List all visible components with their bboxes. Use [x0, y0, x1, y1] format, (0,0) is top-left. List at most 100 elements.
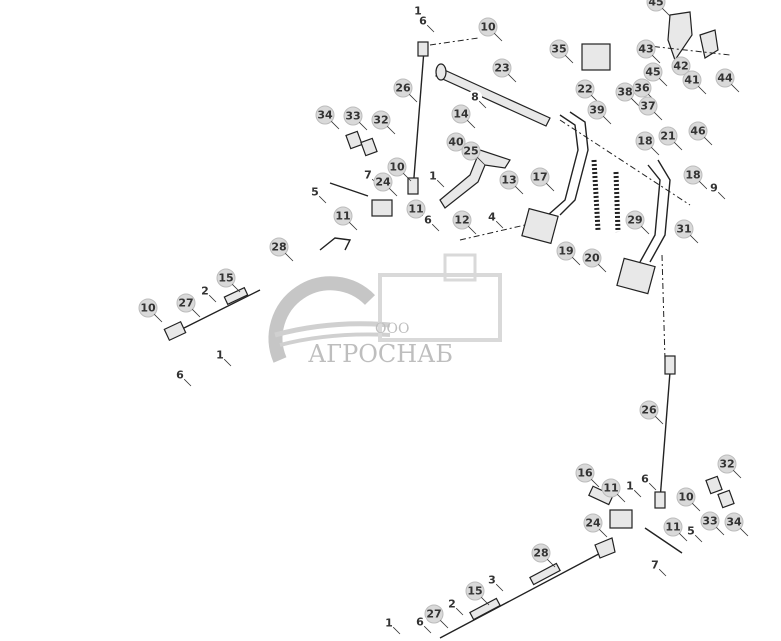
callout-number: 11: [665, 521, 680, 534]
callout-number: 10: [389, 161, 405, 174]
callout-22: 22: [575, 79, 600, 104]
callout-number: 4: [488, 211, 496, 224]
callout-number: 6: [419, 15, 427, 28]
callout-number: 42: [673, 60, 688, 73]
callout-number: 12: [454, 214, 469, 227]
callout-40: 40: [446, 132, 471, 157]
callout-number: 14: [453, 108, 469, 121]
callout-38: 38: [615, 82, 640, 107]
callout-number: 33: [345, 110, 360, 123]
callout-number: 3: [488, 574, 496, 587]
callout-10: 10: [387, 157, 412, 182]
callout-11: 11: [333, 206, 358, 231]
callout-number: 13: [501, 174, 516, 187]
callout-number: 10: [480, 21, 496, 34]
callout-number: 43: [638, 43, 653, 56]
callout-number: 25: [463, 145, 478, 158]
gear-icon: [268, 276, 376, 363]
callout-5: 5: [308, 185, 327, 204]
callout-18: 18: [683, 165, 708, 190]
callout-42: 42: [671, 56, 696, 81]
callout-6: 6: [413, 615, 432, 634]
callout-number: 11: [408, 203, 423, 216]
callout-6: 6: [416, 14, 435, 33]
callout-34: 34: [724, 512, 749, 537]
callout-24: 24: [373, 172, 398, 197]
callout-number: 46: [690, 125, 706, 138]
callout-number: 38: [617, 86, 632, 99]
callout-number: 28: [271, 241, 286, 254]
callout-23: 23: [492, 58, 517, 83]
callout-number: 19: [558, 245, 573, 258]
callout-number: 6: [416, 616, 424, 629]
callout-33: 33: [700, 511, 725, 536]
callout-5: 5: [684, 524, 703, 543]
callout-number: 37: [640, 100, 655, 113]
callout-number: 10: [678, 491, 694, 504]
callout-number: 26: [641, 404, 657, 417]
callout-number: 9: [710, 182, 718, 195]
callout-4: 4: [485, 210, 504, 229]
callout-39: 39: [587, 100, 612, 125]
callout-24: 24: [583, 513, 608, 538]
callout-number: 1: [429, 170, 437, 183]
callout-2: 2: [198, 284, 217, 303]
callout-17: 17: [530, 167, 555, 192]
callout-13: 13: [499, 170, 524, 195]
callout-number: 20: [584, 252, 600, 265]
callout-number: 31: [676, 223, 691, 236]
callout-36: 36: [632, 78, 657, 103]
callout-33: 33: [343, 106, 368, 131]
callout-28: 28: [531, 543, 556, 568]
callout-20: 20: [582, 248, 607, 273]
callout-number: 5: [687, 525, 695, 538]
callout-number: 16: [577, 467, 593, 480]
callout-number: 17: [532, 171, 547, 184]
callout-34: 34: [315, 105, 340, 130]
callout-26: 26: [393, 78, 418, 103]
callout-number: 27: [178, 297, 193, 310]
callout-number: 22: [577, 83, 592, 96]
callout-18: 18: [635, 131, 660, 156]
callout-45: 45: [646, 0, 671, 17]
callout-11: 11: [406, 199, 431, 224]
callout-27: 27: [424, 604, 449, 629]
callout-11: 11: [663, 517, 688, 542]
callout-number: 2: [448, 598, 456, 611]
watermark-brand: АГРОСНАБ: [308, 340, 453, 368]
callout-number: 26: [395, 82, 411, 95]
callout-number: 40: [448, 136, 464, 149]
callout-10: 10: [138, 298, 163, 323]
callout-number: 21: [660, 130, 675, 143]
callout-11: 11: [601, 478, 626, 503]
callout-45: 45: [643, 62, 668, 87]
callout-28: 28: [269, 237, 294, 262]
callout-1: 1: [213, 348, 232, 367]
callout-number: 11: [335, 210, 350, 223]
callout-31: 31: [674, 219, 699, 244]
part-drawings: [163, 11, 735, 639]
callout-6: 6: [421, 213, 440, 232]
callout-15: 15: [465, 581, 490, 606]
callout-number: 1: [626, 480, 634, 493]
callout-9: 9: [707, 181, 726, 200]
callout-number: 8: [471, 91, 479, 104]
callout-46: 46: [688, 121, 713, 146]
callout-number: 15: [467, 585, 482, 598]
callout-3: 3: [485, 573, 504, 592]
callout-1: 1: [426, 169, 445, 188]
callout-21: 21: [658, 126, 683, 151]
callout-number: 1: [216, 349, 224, 362]
callout-number: 1: [385, 617, 393, 630]
callout-number: 34: [317, 109, 333, 122]
callout-1: 1: [623, 479, 642, 498]
callout-14: 14: [451, 104, 476, 129]
callout-1: 1: [382, 616, 401, 635]
callout-number: 23: [494, 62, 509, 75]
callout-26: 26: [639, 400, 664, 425]
callout-10: 10: [676, 487, 701, 512]
callout-number: 27: [426, 608, 441, 621]
watermark-logo: ООО АГРОСНАБ: [268, 253, 502, 368]
callout-number: 24: [375, 176, 391, 189]
callout-number: 41: [684, 74, 699, 87]
